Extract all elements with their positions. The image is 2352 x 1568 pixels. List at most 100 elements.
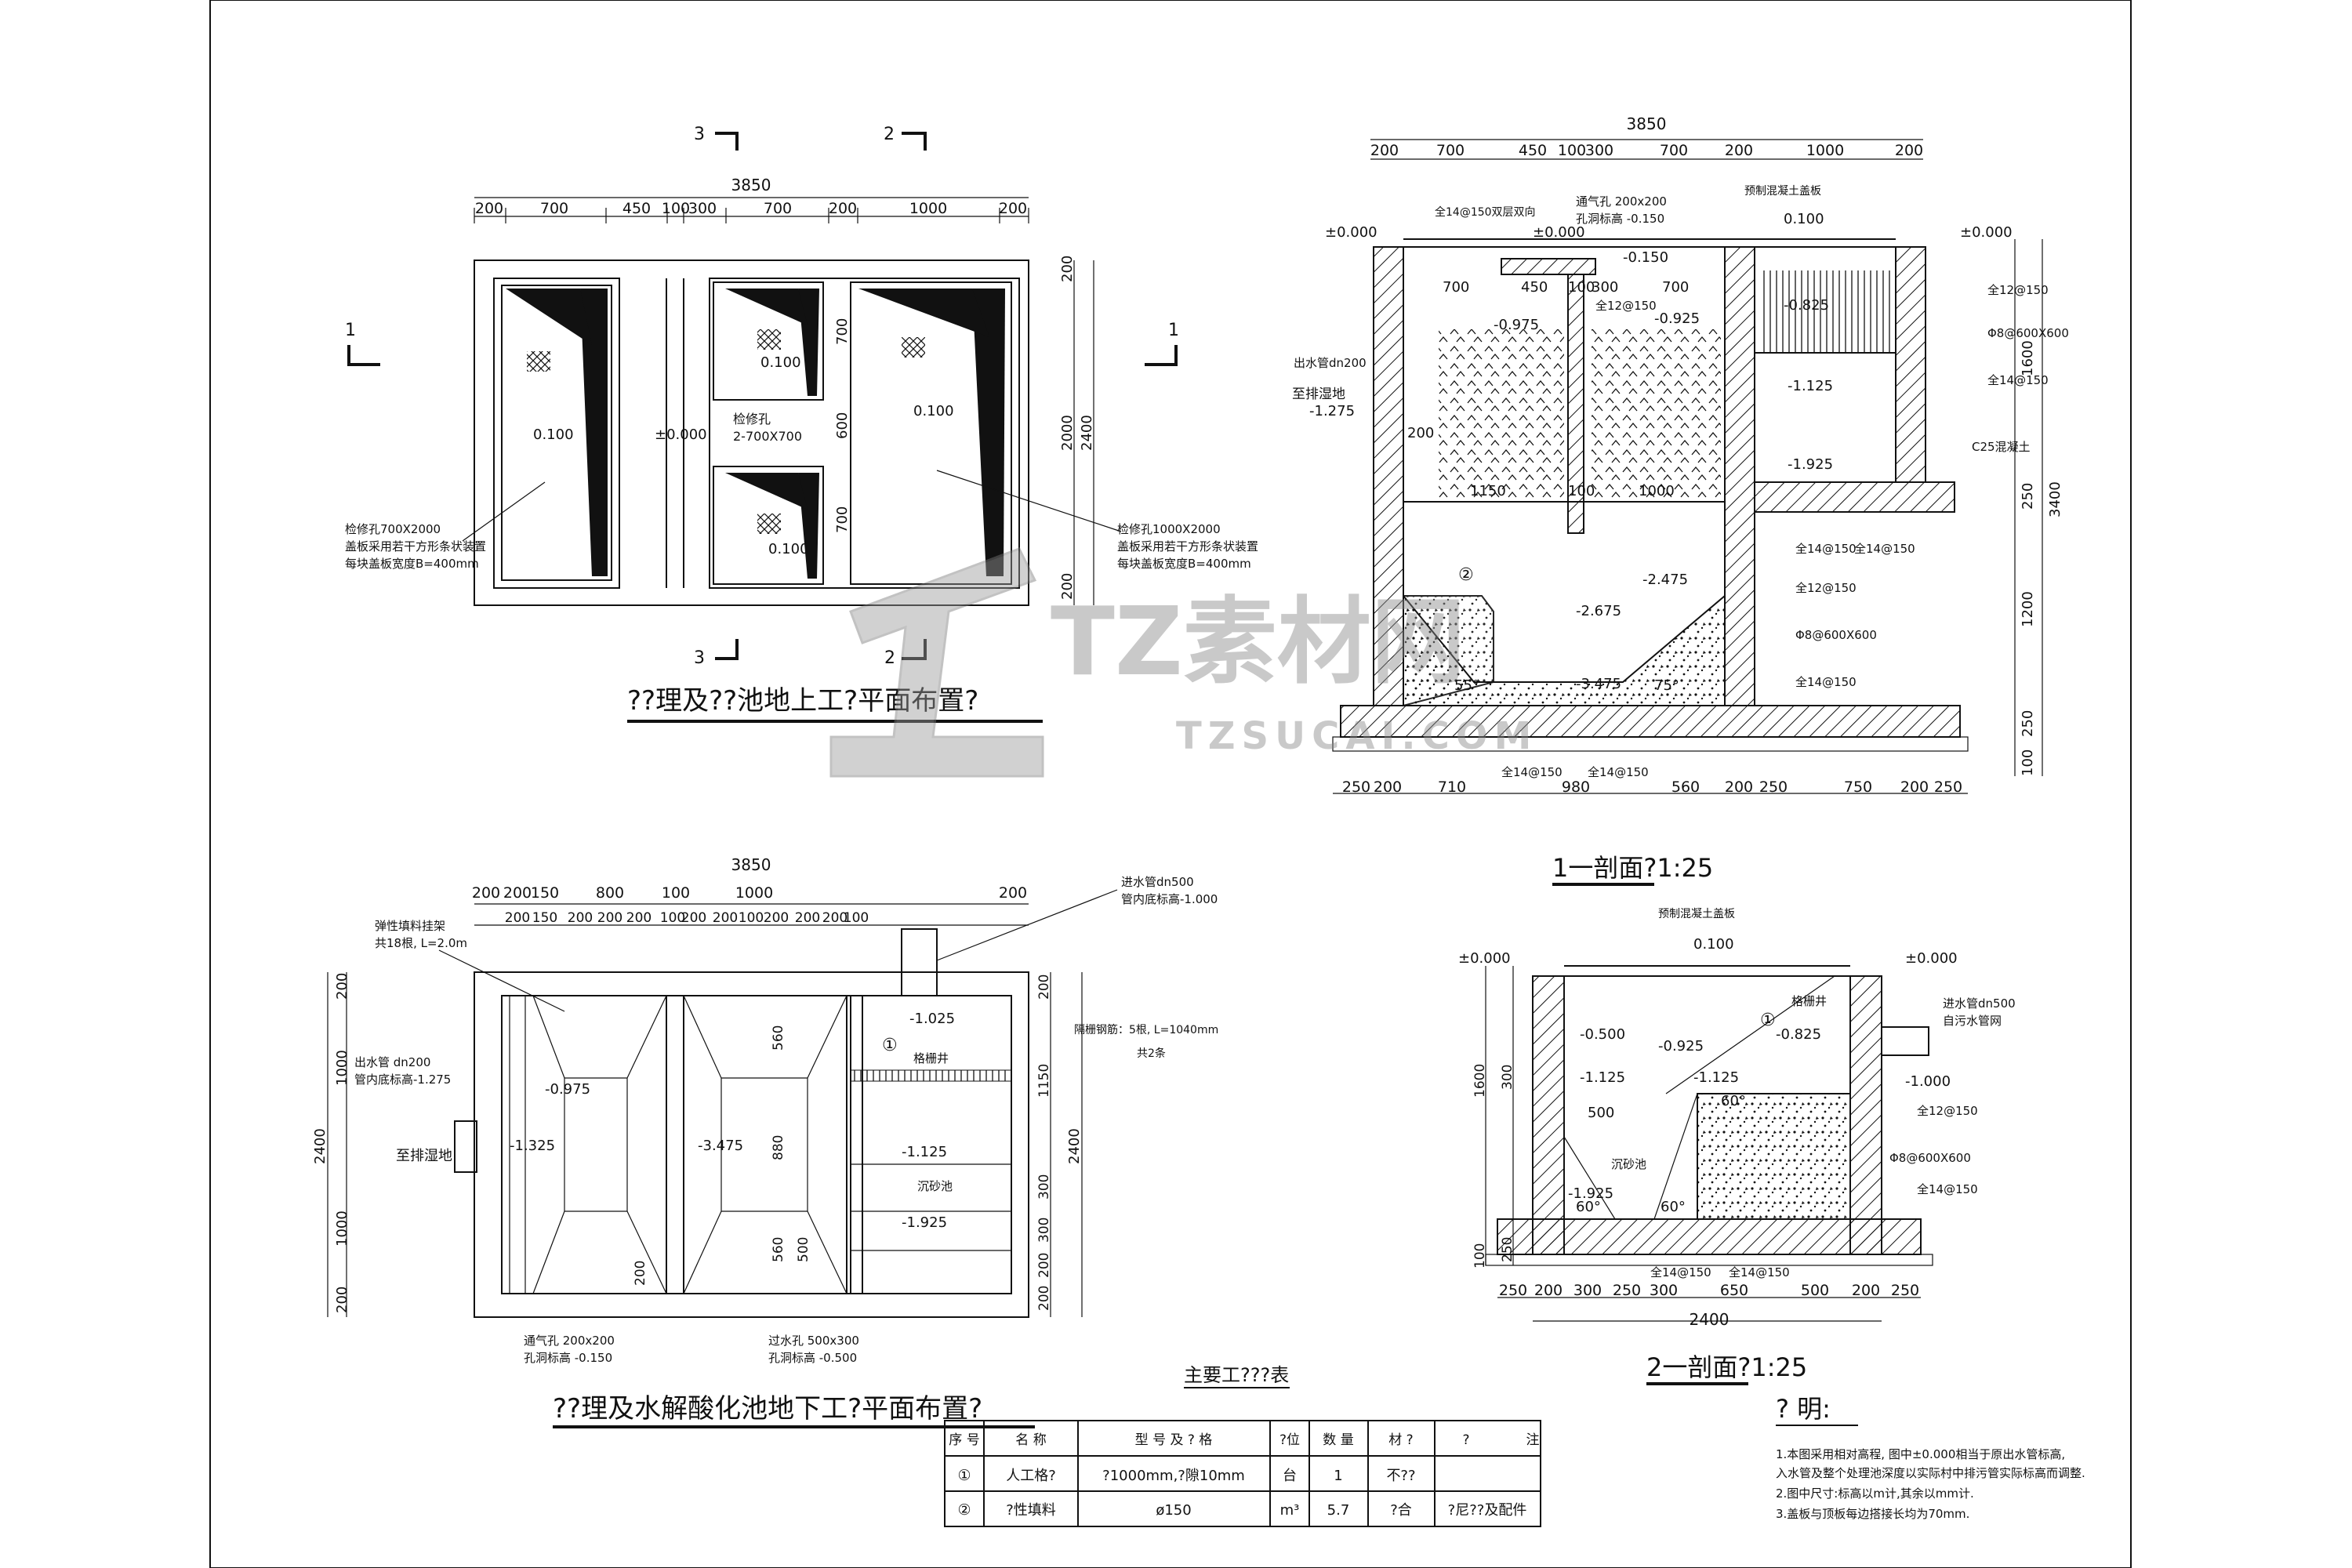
- label-section1-labels-vent-0: 通气孔 200x200: [1576, 194, 1667, 209]
- label-plan-bottom-dims2-10: 200: [795, 910, 820, 926]
- label-section2-elevs-3: -0.500: [1580, 1026, 1625, 1043]
- label-plan-bottom-dims1-5: 1000: [735, 884, 773, 902]
- label-plan-top-elevs-0: 0.100: [533, 426, 574, 443]
- label-section1-inner-dims-1: 450: [1521, 279, 1548, 296]
- label-section1-top-dims-8: 200: [1895, 142, 1923, 159]
- label-section1-elevs-5: -0.975: [1494, 317, 1539, 333]
- label-section1-bottom-dims-7: 750: [1844, 779, 1872, 796]
- label-table-headers-6: ?: [1462, 1432, 1469, 1448]
- label-plan-bottom-notes-vent-1: 孔洞标高 -0.150: [524, 1351, 612, 1365]
- label-section1-labels-vent-1: 孔洞标高 -0.150: [1576, 212, 1664, 226]
- label-section2-elevs-5: -1.125: [1580, 1069, 1625, 1086]
- label-plan-bottom-elevs-3: -1.025: [909, 1011, 955, 1027]
- label-section1-right-dims-5: 100: [2020, 750, 2036, 776]
- design-notes: ? 明: 1.本图采用相对高程, 图中±0.000相当于原出水管标高, 入水管及…: [1776, 1394, 2085, 1521]
- label-section1-labels-ang2: 75°: [1654, 677, 1679, 694]
- section1-bottom-dims: 250 200 710 980 560 200 250 750 200 250: [1342, 779, 1962, 796]
- label-plan-bottom-right-dims-1: 1150: [1036, 1064, 1052, 1098]
- label-section1-elevs-0: ±0.000: [1325, 224, 1377, 241]
- label-section1-elevs-10: -2.475: [1642, 572, 1688, 588]
- label-section2-labels-b2: 全14@150: [1729, 1265, 1790, 1279]
- label-plan-bottom-dims2-9: 200: [764, 910, 789, 926]
- label-section1-labels-slab: 预制混凝土盖板: [1744, 185, 1821, 198]
- section-1: 3850 200 700 450 100 300 700 200 1000 20…: [1292, 114, 2069, 886]
- label-plan-top-sec-marks-0: 1: [345, 321, 356, 340]
- label-plan-top-note-right-0: 检修孔1000X2000: [1117, 522, 1221, 536]
- label-plan-bottom-dims1-0: 200: [472, 884, 500, 902]
- label-plan-bottom-inner-dims-0: 560: [771, 1025, 786, 1051]
- label-table-headers-4: 数 量: [1323, 1432, 1353, 1448]
- label-section1-bottom-dims-0: 250: [1342, 779, 1370, 796]
- label-table-rows-1-6: ?尼??及配件: [1448, 1502, 1527, 1519]
- label-plan-bottom-inner-dims-3: 200: [633, 1261, 648, 1286]
- label-plan-bottom-elevs-5: -1.925: [902, 1214, 947, 1231]
- plan-top-overall: 3850: [731, 176, 771, 194]
- label-section2-elevs-2: 0.100: [1693, 936, 1734, 953]
- plan-top-title: ??理及??池地上工?平面布置?: [627, 685, 978, 717]
- label-section2-elevs-8: -1.000: [1905, 1073, 1951, 1090]
- table-row: ① 人工格? ?1000mm,?隙10mm 台 1 不??: [957, 1467, 1415, 1484]
- label-plan-bottom-dims1-6: 200: [999, 884, 1027, 902]
- label-plan-bottom-left-total: 2400: [312, 1128, 328, 1164]
- label-section1-overall: 3850: [1627, 114, 1667, 133]
- label-section1-bottom-dims-1: 200: [1374, 779, 1402, 796]
- label-section2-labels-num1: ①: [1760, 1011, 1776, 1030]
- label-section1-elevs-7: -0.825: [1784, 297, 1829, 314]
- label-section1-labels-to-wet: 至排湿地: [1292, 387, 1345, 402]
- label-section1-labels-b1: 全14@150: [1501, 765, 1563, 779]
- label-plan-bottom-dims2-3: 200: [597, 910, 622, 926]
- section1-top-dims: 200 700 450 100 300 700 200 1000 200: [1370, 142, 1923, 159]
- label-section2-overall: 2400: [1690, 1310, 1730, 1329]
- label-section2-bottom-dims-5: 650: [1720, 1282, 1748, 1299]
- label-plan-bottom-notes-in-pipe-1: 管内底标高-1.000: [1121, 892, 1218, 906]
- label-section1-bottom-dims-2: 710: [1438, 779, 1466, 796]
- label-section1-right-dims-2: 3400: [2047, 481, 2063, 517]
- label-plan-top-dims-6: 200: [829, 200, 857, 217]
- label-section2-bottom-dims-0: 250: [1499, 1282, 1527, 1299]
- label-plan-top-hole1b: 2-700X700: [733, 429, 802, 444]
- label-section2-bottom-dims-2: 300: [1573, 1282, 1602, 1299]
- label-table-rows-0-5: 不??: [1386, 1468, 1415, 1484]
- label-section2-bottom-dims-3: 250: [1613, 1282, 1641, 1299]
- table-row: ② ?性填料 ø150 m³ 5.7 ?合 ?尼??及配件: [957, 1501, 1526, 1519]
- label-section1-labels-r1: 全12@150: [1987, 283, 2049, 297]
- label-plan-bottom-inner-dims-4: 500: [796, 1237, 811, 1262]
- label-section1-elevs-6: -0.925: [1654, 310, 1700, 327]
- label-section1-labels-d1150: 1150: [1470, 483, 1506, 499]
- label-plan-top-dims-8: 200: [999, 200, 1027, 217]
- label-plan-top-right-dims-2: 200: [1059, 573, 1076, 600]
- section1-title: 1一剖面?1:25: [1552, 853, 1713, 883]
- label-section1-right-dims-0: 1600: [2020, 340, 2036, 376]
- table-title: 主要工???表: [1184, 1364, 1289, 1386]
- label-table-rows-0-3: 台: [1283, 1468, 1297, 1484]
- label-plan-top-sec-marks-5: 3: [694, 648, 705, 668]
- equipment-table: 主要工???表 序 号 名 称 型 号 及 ? 格 ?位 数 量 材 ? ? 注…: [944, 1364, 1541, 1527]
- label-section1-labels-d1000: 1000: [1639, 483, 1675, 499]
- label-plan-bottom-notes-vent-0: 通气孔 200x200: [524, 1334, 615, 1348]
- label-plan-bottom-notes-sand: 沉砂池: [917, 1179, 953, 1193]
- label-plan-bottom-overall: 3850: [731, 855, 771, 874]
- label-plan-bottom-left-dims-0: 200: [334, 973, 350, 1000]
- label-table-headers-3: ?位: [1279, 1432, 1300, 1448]
- label-section1-bottom-dims-4: 560: [1671, 779, 1700, 796]
- label-notes-lines-1: 入水管及整个处理池深度以实际村中排污管实际标高而调整.: [1776, 1466, 2085, 1480]
- label-section2-elevs-1: ±0.000: [1905, 950, 1958, 967]
- label-plan-bottom-notes-out-pipe-0: 出水管 dn200: [354, 1055, 430, 1069]
- label-section2-elevs-0: ±0.000: [1458, 950, 1511, 967]
- plan-bottom: 3850 200 200 150 800 100 1000 200 200 15…: [312, 855, 1218, 1428]
- label-plan-bottom-dims2-8: 100: [739, 910, 764, 926]
- label-plan-top-note-left-1: 盖板采用若干方形条状装置: [345, 539, 486, 554]
- label-section1-bottom-dims-8: 200: [1900, 779, 1929, 796]
- label-section1-bottom-dims-9: 250: [1934, 779, 1962, 796]
- label-plan-top-note-right-2: 每块盖板宽度B=400mm: [1117, 557, 1251, 571]
- label-section1-labels-d200: 200: [1407, 425, 1434, 441]
- label-table-headers-0: 序 号: [949, 1432, 979, 1448]
- label-section2-labels-r3: 全14@150: [1917, 1182, 1978, 1196]
- plan-top: 3850 200 700 450 100 300 700 200 1000 20…: [345, 125, 1258, 723]
- label-plan-bottom-inner-dims-2: 560: [771, 1237, 786, 1262]
- label-section1-labels-c25: C25混凝土: [1972, 440, 2031, 454]
- label-table-headers-5: 材 ?: [1388, 1432, 1413, 1448]
- label-section2-bottom-dims-4: 300: [1650, 1282, 1678, 1299]
- label-section1-elevs-11: -2.675: [1576, 603, 1621, 619]
- label-plan-top-inner-dims-1: 600: [834, 412, 851, 439]
